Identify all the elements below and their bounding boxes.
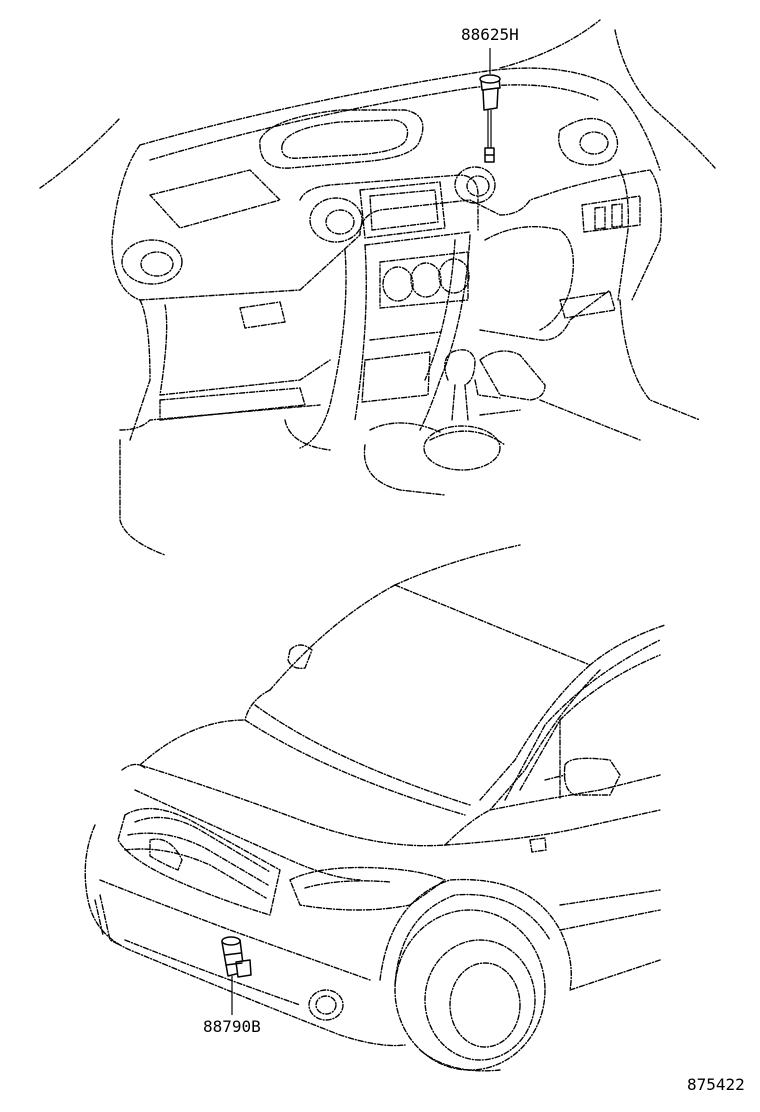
- vehicle-front-illustration: [84, 544, 666, 1072]
- ambient-sensor-part: [221, 936, 252, 978]
- callout-88790B: 88790B: [203, 1017, 261, 1036]
- callout-88625H: 88625H: [461, 25, 519, 44]
- solar-sensor-part: [479, 74, 501, 163]
- dashboard-illustration: [39, 19, 716, 556]
- illustration-number: 875422: [687, 1075, 745, 1094]
